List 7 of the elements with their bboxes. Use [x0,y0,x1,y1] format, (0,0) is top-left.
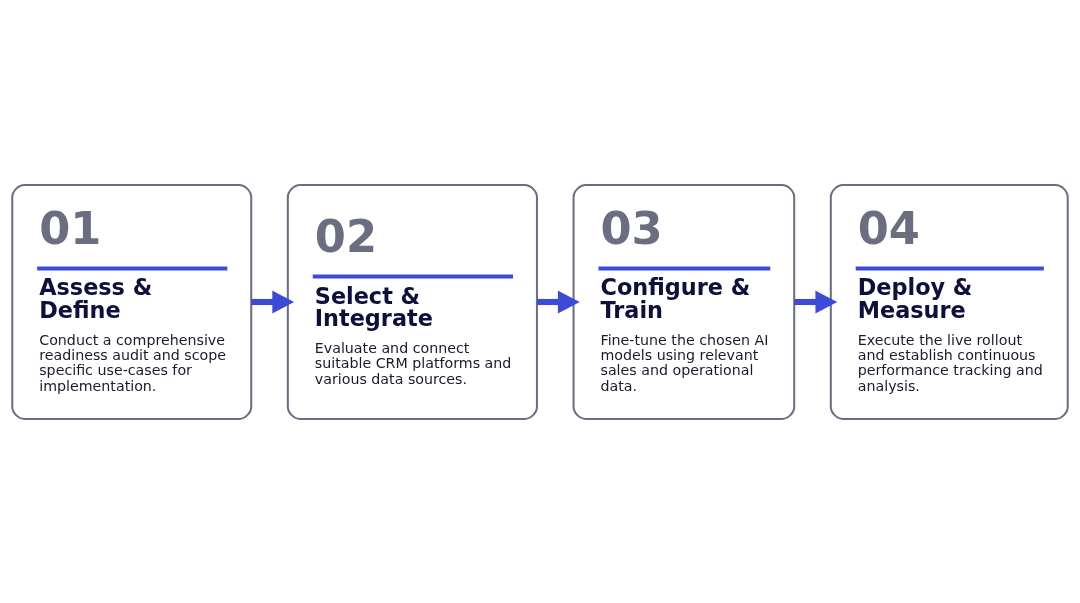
arrow [537,290,580,313]
node-box: 04 Deploy & Measure Execute the live rollout and establish continuous performance tracking and analysis. [829,183,1069,420]
arrow [794,290,838,313]
arrow [251,290,295,313]
node-box: 01 Assess & Define Conduct a comprehensive readiness audit and scope specific use-cases for implementation. [11,183,253,420]
node-box: 02 Select & Integrate Evaluate and connect suitable CRM platforms and various data sources. [286,183,538,420]
node-box: 03 Configure & Train Fine-tune the chosen AI models using relevant sales and operational data. [572,183,796,420]
